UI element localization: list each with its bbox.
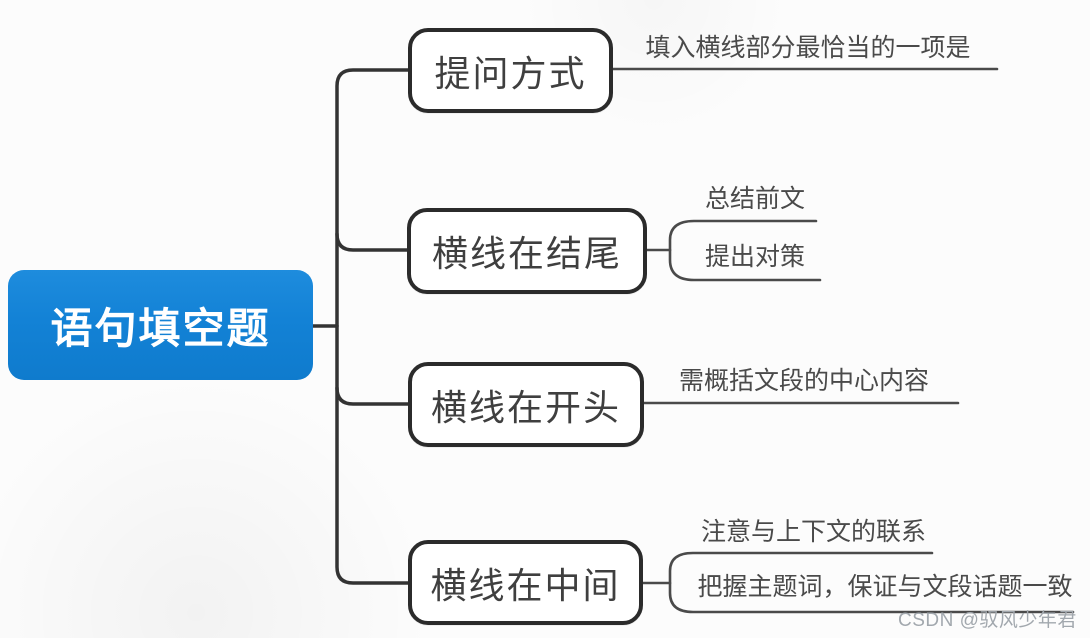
leaf-item: 填入横线部分最恰当的一项是 [645, 34, 971, 62]
leaf-item: 需概括文段的中心内容 [678, 367, 929, 395]
branch-node-line-in-middle: 横线在中间 [408, 540, 643, 625]
branch3-tee-line [335, 386, 410, 406]
branch-node-label: 横线在结尾 [431, 233, 622, 274]
branch4-bracket [668, 551, 1075, 614]
branch2-bracket [668, 219, 822, 282]
branch-node-question-style: 提问方式 [408, 28, 613, 113]
leaf-item: 提出对策 [704, 243, 805, 271]
branch2-tee-line [335, 232, 409, 252]
branch-node-line-at-start: 横线在开头 [408, 362, 644, 447]
branch-node-label: 横线在开头 [430, 386, 621, 428]
trunk-line [335, 68, 410, 585]
leaf-item: 注意与上下文的联系 [700, 518, 926, 546]
csdn-watermark: CSDN @驭风少年君 [898, 610, 1077, 631]
branch-node-label: 提问方式 [434, 52, 587, 94]
root-node: 语句填空题 [8, 270, 313, 380]
leaf-item: 把握主题词，保证与文段话题一致 [697, 573, 1073, 601]
branch-node-label: 横线在中间 [430, 564, 621, 606]
root-node-label: 语句填空题 [50, 304, 271, 352]
branch-node-line-at-end: 横线在结尾 [407, 208, 647, 294]
leaf-item: 总结前文 [704, 185, 805, 213]
